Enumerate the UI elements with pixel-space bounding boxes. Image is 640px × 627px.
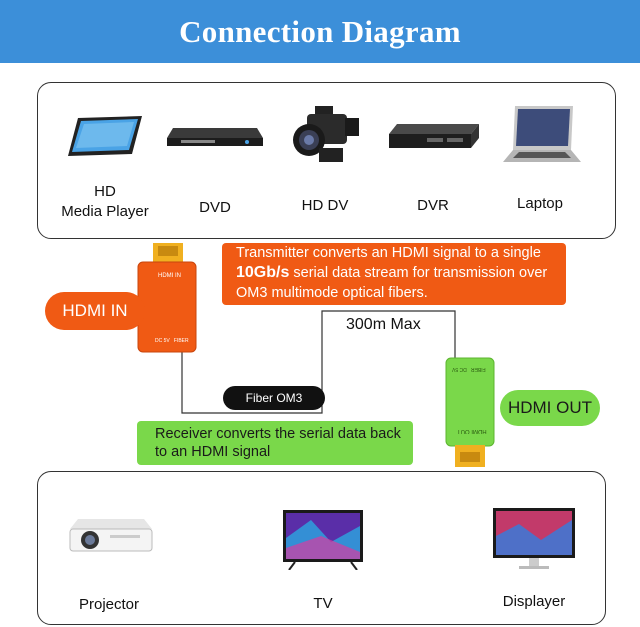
display-tv: TV (278, 508, 368, 614)
transmitter-bottom-label: DC 5V FIBER (155, 338, 189, 344)
projector-icon (69, 519, 153, 552)
display-label: TV (313, 595, 333, 612)
transmitter-callout-line1: Transmitter converts an HDMI signal to a… (236, 245, 541, 261)
source-label: HD DV (301, 197, 349, 214)
source-dvr: DVR (385, 122, 481, 216)
source-label: DVR (417, 197, 449, 214)
receiver-callout-line2: to an HDMI signal (155, 444, 271, 460)
source-dvd: DVD (165, 124, 265, 218)
laptop-icon (503, 106, 581, 162)
transmitter-top-label: HDMI IN (158, 273, 181, 279)
source-camcorder: HD DV (280, 104, 370, 216)
receiver-callout: Receiver converts the serial data back t… (137, 421, 413, 465)
display-monitor: Displayer (486, 506, 582, 612)
page-title: Connection Diagram (179, 13, 461, 49)
max-distance-label: 300m Max (346, 316, 421, 333)
hdmi-in-label: HDMI IN (45, 292, 145, 330)
display-label: Displayer (502, 593, 566, 610)
dvr-icon (389, 124, 479, 148)
transmitter-callout-line2: 10Gb/s serial data stream for transmissi… (236, 263, 566, 283)
header-bar: Connection Diagram (0, 0, 640, 63)
source-laptop: Laptop (494, 104, 586, 214)
source-label: Laptop (517, 195, 563, 212)
hdmi-out-label: HDMI OUT (500, 390, 600, 426)
speed-value: 10Gb/s (236, 264, 290, 281)
source-media-player: HD Media Player (55, 112, 155, 222)
transmitter-callout: Transmitter converts an HDMI signal to a… (222, 243, 566, 305)
camcorder-icon (293, 106, 359, 162)
transmitter-callout-line3: OM3 multimode optical fibers. (236, 285, 428, 301)
display-projector: Projector (60, 515, 158, 615)
tablet-icon (68, 116, 142, 156)
receiver-bottom-label: HDMI OUT (457, 428, 487, 434)
receiver-top-label: FIBER DC 5V (452, 366, 486, 372)
fiber-type-label: Fiber OM3 (223, 386, 325, 410)
monitor-icon (493, 508, 575, 569)
source-label: HD Media Player (61, 183, 149, 220)
transmitter-callout-line2-rest: serial data stream for transmission over (289, 265, 548, 281)
display-label: Projector (78, 596, 140, 613)
tv-icon (283, 510, 363, 570)
dvd-player-icon (167, 128, 263, 146)
source-label: DVD (199, 199, 231, 216)
receiver-callout-line1: Receiver converts the serial data back (155, 426, 401, 442)
